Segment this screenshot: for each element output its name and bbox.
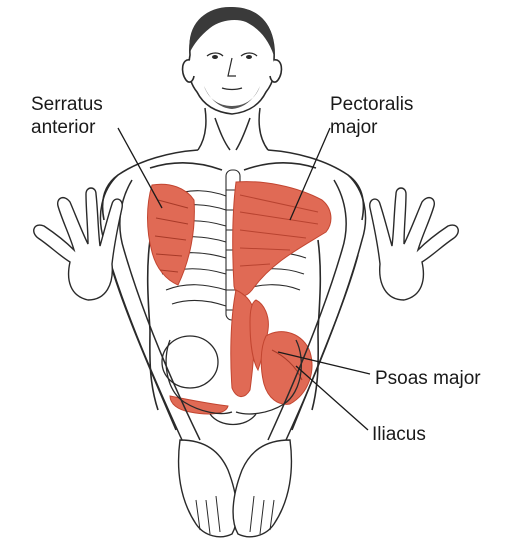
left-foot	[179, 440, 237, 537]
iliacus-leader	[296, 366, 368, 430]
pelvis-muscle-strip	[170, 396, 228, 414]
left-hand	[34, 188, 123, 300]
label-psoas-major: Psoas major	[375, 368, 481, 389]
label-pectoralis-line1: Pectoralis	[330, 94, 413, 115]
label-serratus-line1: Serratus	[31, 94, 103, 115]
label-serratus-line2: anterior	[31, 117, 96, 138]
serratus-anterior-muscle	[148, 184, 195, 285]
label-iliacus: Iliacus	[372, 424, 426, 445]
right-foot	[233, 440, 291, 537]
right-hand	[370, 188, 459, 300]
label-pectoralis-line2: major	[330, 117, 378, 138]
iliacus-muscle	[261, 332, 312, 405]
head	[183, 7, 282, 114]
